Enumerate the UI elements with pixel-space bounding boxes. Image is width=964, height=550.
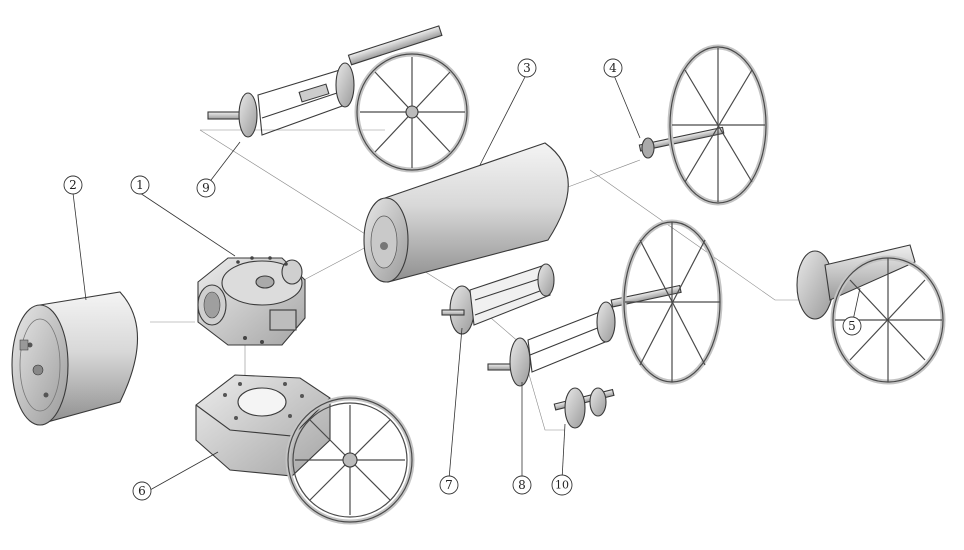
callout-3: 3 bbox=[517, 58, 537, 78]
part-6-handwheel bbox=[285, 395, 415, 525]
callout-9-label: 9 bbox=[202, 181, 210, 195]
callout-5-label: 5 bbox=[848, 319, 856, 333]
leader-lines bbox=[72, 72, 861, 491]
part-1-gearbox-body bbox=[197, 256, 306, 346]
part-5-flange-assembly bbox=[796, 244, 946, 385]
part-8-override-assembly bbox=[487, 219, 723, 387]
callout-3-label: 3 bbox=[523, 61, 531, 75]
part-4-shaft-handwheel bbox=[638, 44, 769, 206]
callout-10-label: 10 bbox=[555, 479, 569, 492]
part-9-handwheel bbox=[354, 51, 470, 173]
callout-6-label: 6 bbox=[138, 484, 146, 498]
part-9-override-assembly bbox=[207, 25, 443, 138]
callout-8-label: 8 bbox=[518, 478, 526, 492]
callout-8: 8 bbox=[512, 475, 532, 495]
callout-1: 1 bbox=[130, 175, 150, 195]
callout-9: 9 bbox=[196, 178, 216, 198]
callout-4-label: 4 bbox=[609, 61, 617, 75]
part-7-piston-assembly bbox=[441, 263, 555, 335]
part-2-cylinder-housing bbox=[11, 291, 139, 426]
callout-6: 6 bbox=[132, 481, 152, 501]
callout-10: 10 bbox=[551, 474, 573, 496]
callout-7: 7 bbox=[439, 475, 459, 495]
callout-5: 5 bbox=[842, 316, 862, 336]
callout-1-label: 1 bbox=[136, 178, 144, 192]
callout-4: 4 bbox=[603, 58, 623, 78]
callout-2-label: 2 bbox=[69, 178, 77, 192]
callout-2: 2 bbox=[63, 175, 83, 195]
part-6-base-bracket bbox=[195, 374, 331, 477]
callout-7-label: 7 bbox=[445, 478, 453, 492]
part-10-flange-shaft bbox=[553, 387, 615, 429]
part-3-main-cylinder bbox=[363, 142, 569, 283]
